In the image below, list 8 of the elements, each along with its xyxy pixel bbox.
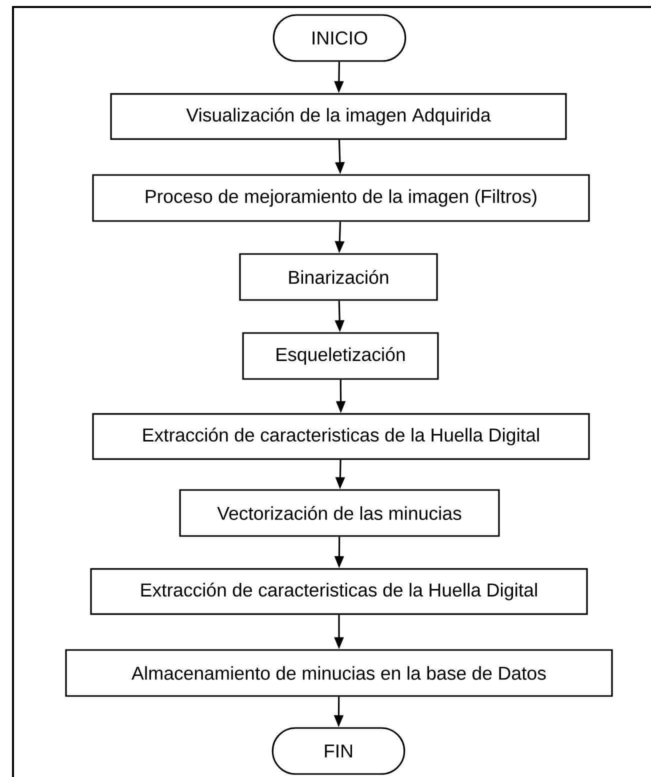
process-box: Extracción de caracteristicas de la Huella Digital [92,413,590,460]
process-box: Almacenamiento de minucias en la base de Datos [65,649,613,697]
process-box: Extracción de caracteristicas de la Huella Digital [90,568,588,615]
process-box: Visualización de la imagen Adquirida [110,93,567,140]
process-box: Proceso de mejoramiento de la imagen (Filtros) [92,174,590,222]
process-box: Esqueletización [242,332,439,380]
process-box: Binarización [239,253,438,301]
process-box: Vectorización de las minucias [179,489,500,537]
